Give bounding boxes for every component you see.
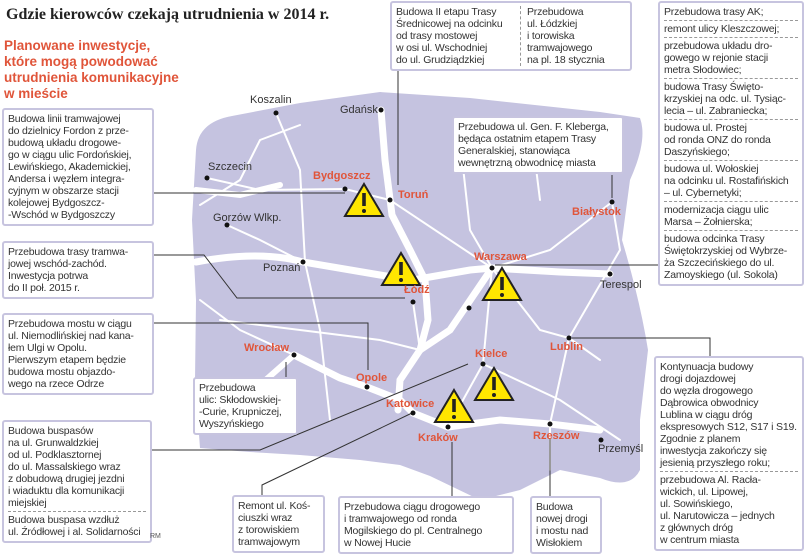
country-shape <box>192 92 648 500</box>
callout-text: Przebudowa ciągu drogowego i tramwajoweg… <box>344 501 483 549</box>
city-label-krakow: Kraków <box>418 432 458 444</box>
callout-rzeszow: Budowa nowej drogi i mostu nad Wisłokiem <box>530 496 602 554</box>
callout-opole: Przebudowa mostu w ciągu ul. Niemodlińsk… <box>2 313 154 395</box>
callout-lodz: Przebudowa trasy tramwa- jowej wschód-za… <box>2 241 154 299</box>
callout-text: modernizacja ciągu ulic Marsa – Żołniers… <box>664 204 769 228</box>
city-label-szczecin: Szczecin <box>208 161 253 173</box>
city-label-opole: Opole <box>356 372 388 384</box>
callout-lublin: Kontynuacja budowy drogi dojazdowej do w… <box>654 356 804 551</box>
warning-icons <box>343 182 523 423</box>
callout-text: budowa odcinka Trasy Świętokrzyskiej od … <box>664 233 788 281</box>
callout-torun: Budowa II etapu Trasy Średnicowej na odc… <box>390 1 632 71</box>
callout-text: Budowa buspasów na ul. Grunwaldzkiej od … <box>8 425 125 509</box>
city-label-warszawa: Warszawa <box>474 251 527 263</box>
callout-text: Remont ul. Koś- ciuszki wraz z torowiski… <box>238 500 311 548</box>
city-label-gdansk: Gdańsk <box>340 104 378 116</box>
city-label-przemysl: Przemyśl <box>598 443 644 455</box>
warning-icon <box>433 388 475 423</box>
credit: RM <box>150 533 161 540</box>
subtitle: Planowane inwestycje, które mogą powodow… <box>4 38 179 101</box>
city-label-katowice: Katowice <box>386 398 435 410</box>
callout-krakow-nowa-huta: Przebudowa ciągu drogowego i tramwajoweg… <box>338 496 514 554</box>
callout-text: Budowa II etapu Trasy Średnicowej na odc… <box>396 6 521 66</box>
city-label-koszalin: Koszalin <box>250 94 292 106</box>
warning-icon <box>343 182 385 217</box>
callout-text: Przebudowa ulic: Skłodowskiej- -Curie, K… <box>199 382 282 430</box>
callout-text: budowa Trasy Święto- krzyskiej na odc. u… <box>664 81 786 117</box>
callout-katowice: Budowa buspasów na ul. Grunwaldzkiej od … <box>2 420 152 543</box>
callout-text: Budowa nowej drogi i mostu nad Wisłokiem <box>536 501 589 549</box>
callout-text: Przebudowa trasy AK; <box>664 6 764 18</box>
callout-text: budowa ul. Wołoskiej na odcinku ul. Rost… <box>664 163 789 199</box>
page-title: Gdzie kierowców czekają utrudnienia w 20… <box>6 6 330 23</box>
callout-wroclaw: Przebudowa ulic: Skłodowskiej- -Curie, K… <box>193 377 298 435</box>
callout-text: przebudowa Al. Racła- wickich, ul. Lipow… <box>660 474 775 546</box>
warning-icon <box>380 251 422 286</box>
city-dots <box>204 107 615 443</box>
city-label-rzeszow: Rzeszów <box>533 430 580 442</box>
warning-icon <box>473 366 515 401</box>
city-label-lublin: Lublin <box>550 341 583 353</box>
callout-text: Budowa buspasa wzdłuż ul. Źródłowej i al… <box>8 514 141 538</box>
city-label-lodz: Łódź <box>404 284 430 296</box>
callout-text: Budowa linii tramwajowej do dzielnicy Fo… <box>8 113 132 221</box>
callout-bydgoszcz: Budowa linii tramwajowej do dzielnicy Fo… <box>2 108 154 226</box>
callout-bialystok: Przebudowa ul. Gen. F. Kleberga, będąca … <box>452 116 624 174</box>
city-label-gorzow: Gorzów Wlkp. <box>213 212 282 224</box>
callout-text: przebudowa układu dro- gowego w rejonie … <box>664 40 773 76</box>
warning-icon <box>481 266 523 301</box>
callout-text: Przebudowa ul. Gen. F. Kleberga, będąca … <box>458 121 609 169</box>
city-label-torun: Toruń <box>398 189 429 201</box>
callout-text: Przebudowa trasy tramwa- jowej wschód-za… <box>8 246 129 294</box>
callout-krakow-koscziuszki: Remont ul. Koś- ciuszki wraz z torowiski… <box>232 495 325 553</box>
callout-text: budowa ul. Prostej od ronda ONZ do ronda… <box>664 122 771 158</box>
city-label-terespol: Terespol <box>600 279 642 291</box>
city-label-kielce: Kielce <box>475 348 508 360</box>
city-label-bialystok: Białystok <box>572 206 621 218</box>
callout-text: remont ulicy Kleszczowej; <box>664 23 780 35</box>
city-label-bydgoszcz: Bydgoszcz <box>313 170 371 182</box>
callout-text: Kontynuacja budowy drogi dojazdowej do w… <box>660 361 797 469</box>
callout-warszawa: Przebudowa trasy AK; remont ulicy Kleszc… <box>658 1 804 286</box>
callout-text: Przebudowa mostu w ciągu ul. Niemodlińsk… <box>8 318 134 390</box>
city-label-poznan: Poznań <box>263 262 301 274</box>
callout-text: Przebudowa ul. Łódzkiej i torowiska tram… <box>527 6 605 66</box>
city-label-wroclaw: Wrocław <box>244 342 290 354</box>
